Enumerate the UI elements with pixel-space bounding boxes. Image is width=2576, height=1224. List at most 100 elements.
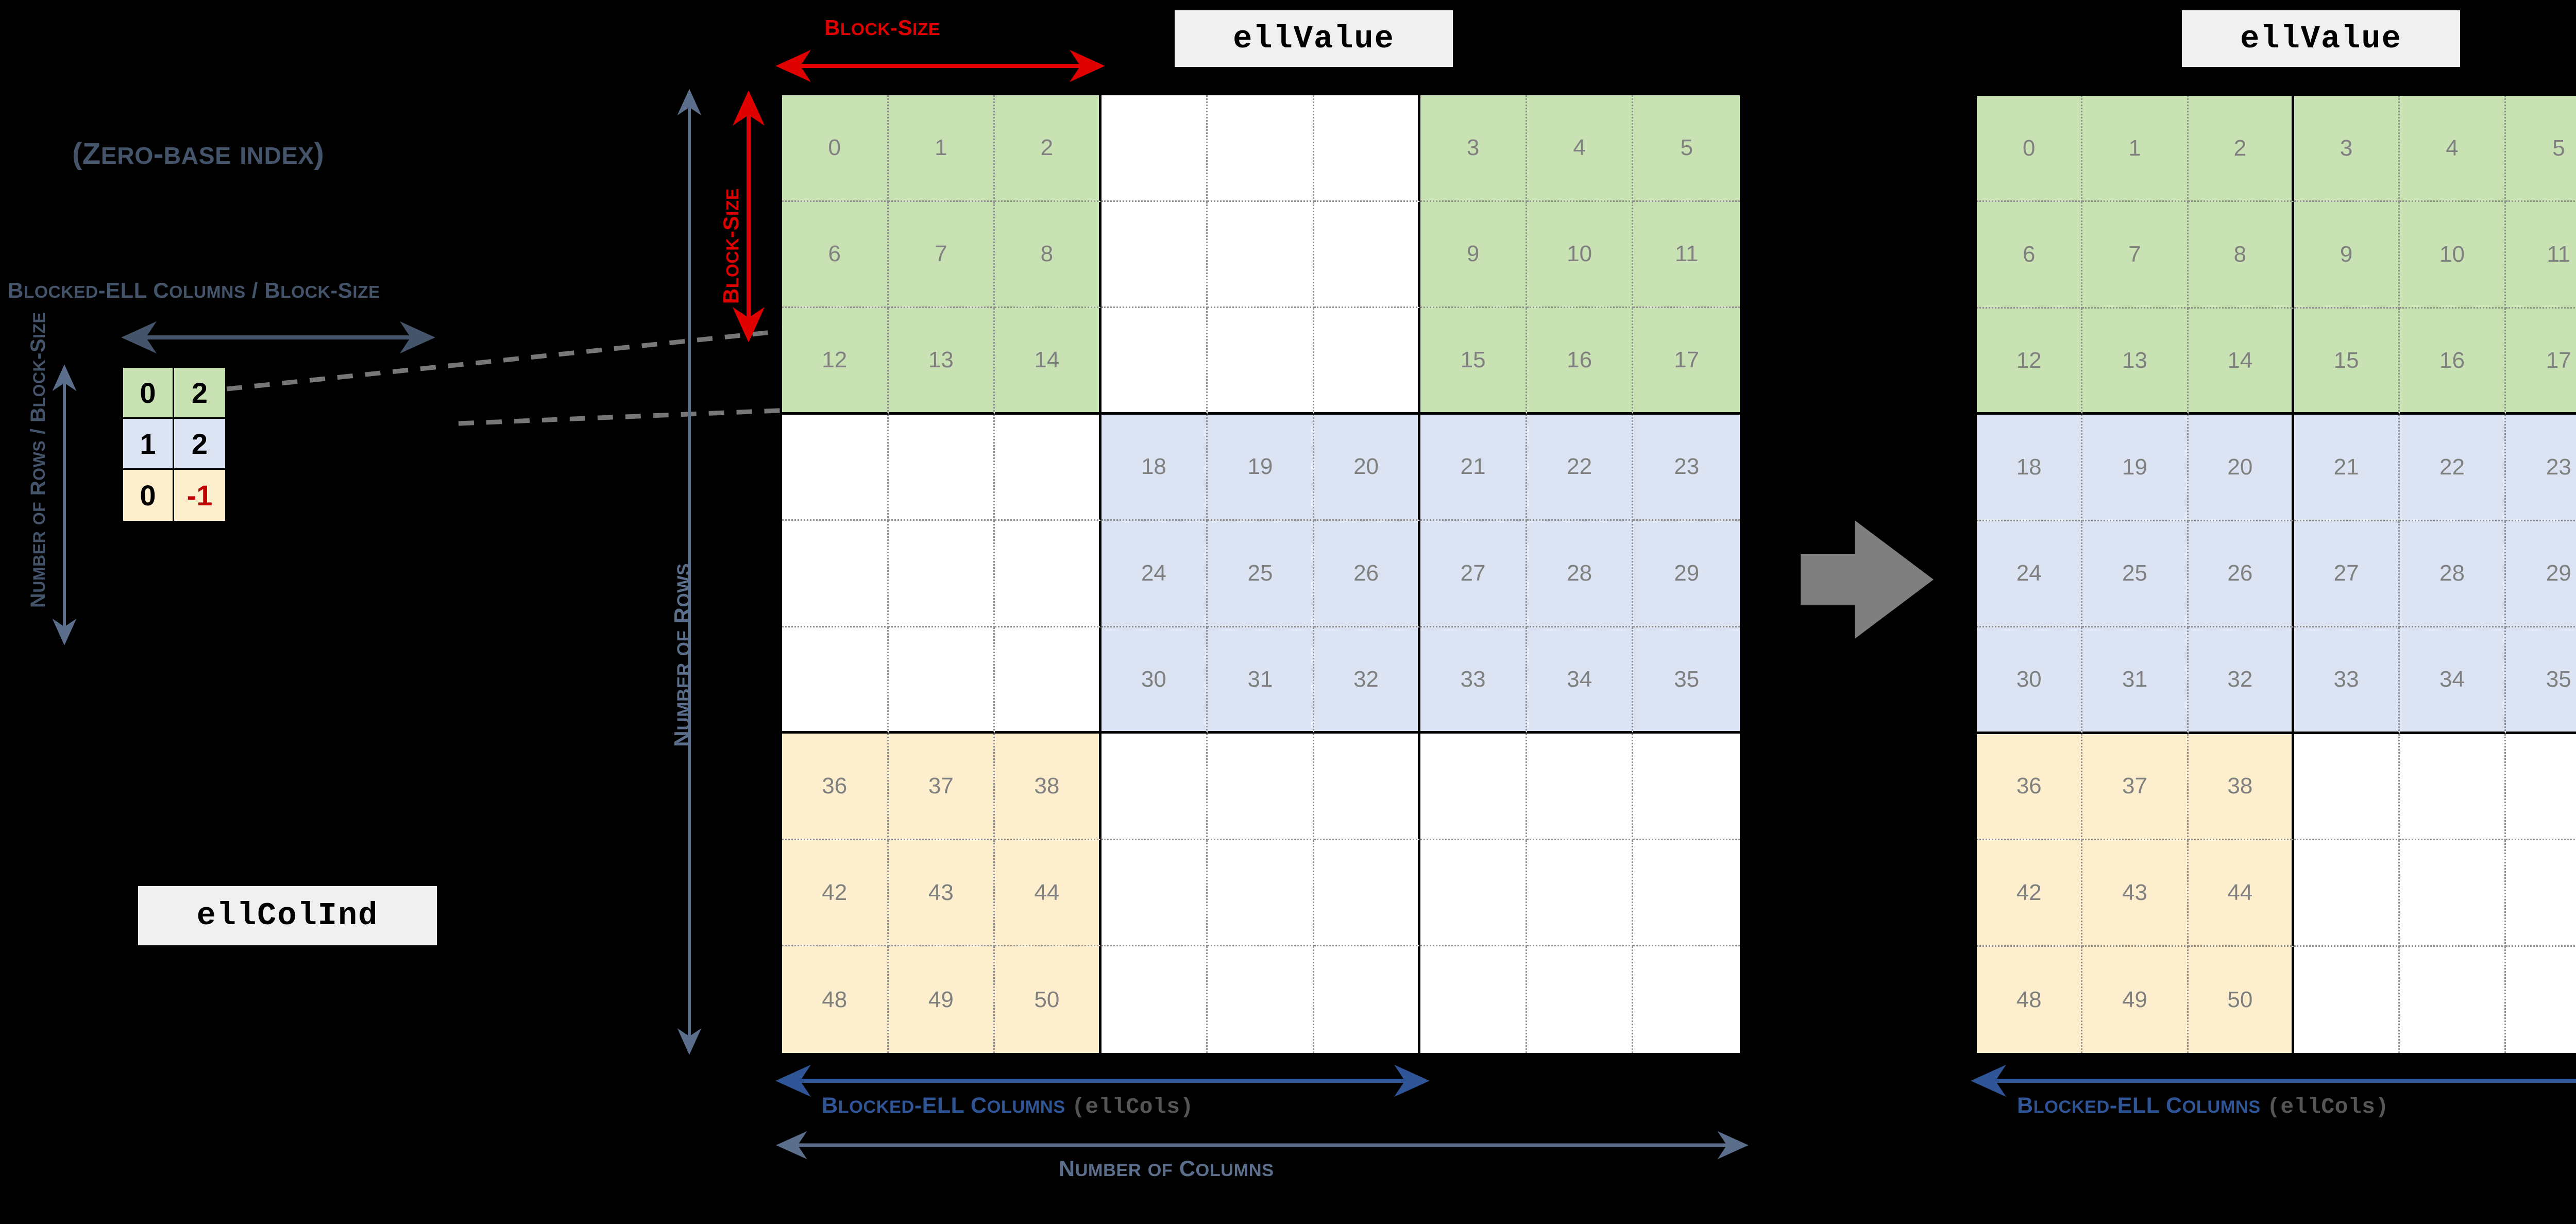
matrix-cell[interactable]: 11 <box>1633 201 1740 309</box>
matrix-cell[interactable]: 44 <box>2188 840 2294 947</box>
matrix-cell[interactable]: 1 <box>888 95 995 202</box>
matrix-cell[interactable]: 9 <box>2294 202 2400 309</box>
matrix-cell[interactable]: 23 <box>1633 414 1740 521</box>
matrix-cell[interactable]: 12 <box>1977 308 2083 415</box>
matrix-cell[interactable]: 50 <box>995 946 1101 1053</box>
matrix-cell[interactable]: 28 <box>2400 521 2506 628</box>
matrix-cell[interactable] <box>888 414 995 521</box>
matrix-cell[interactable]: 21 <box>1420 414 1527 521</box>
matrix-cell[interactable] <box>2400 840 2506 947</box>
matrix-cell[interactable]: 43 <box>888 840 995 947</box>
matrix-cell[interactable] <box>888 627 995 734</box>
matrix-cell[interactable]: 4 <box>1527 95 1634 202</box>
matrix-cell[interactable] <box>782 414 889 521</box>
matrix-cell[interactable] <box>782 521 889 627</box>
matrix-cell[interactable] <box>782 627 889 734</box>
matrix-cell[interactable] <box>1314 201 1421 309</box>
matrix-cell[interactable] <box>2400 946 2506 1053</box>
matrix-cell[interactable]: 19 <box>2082 415 2189 521</box>
matrix-cell[interactable]: 19 <box>1208 414 1314 521</box>
matrix-cell[interactable]: 32 <box>2188 627 2294 734</box>
matrix-cell[interactable]: 14 <box>995 308 1101 415</box>
matrix-cell[interactable]: 0 <box>1977 96 2083 202</box>
matrix-cell[interactable] <box>2294 840 2400 947</box>
ellcolind-cell[interactable]: 0 <box>123 368 174 419</box>
matrix-cell[interactable] <box>2400 734 2506 841</box>
matrix-cell[interactable]: 0 <box>782 95 889 202</box>
matrix-cell[interactable] <box>1633 734 1740 840</box>
matrix-cell[interactable] <box>995 414 1101 521</box>
matrix-cell[interactable]: 29 <box>1633 521 1740 627</box>
matrix-cell[interactable] <box>1101 734 1208 840</box>
matrix-cell[interactable] <box>2505 734 2576 841</box>
matrix-cell[interactable] <box>2294 734 2400 841</box>
matrix-cell[interactable]: 1 <box>2082 96 2189 202</box>
matrix-cell[interactable]: 49 <box>888 946 995 1053</box>
matrix-cell[interactable] <box>1420 840 1527 947</box>
matrix-cell[interactable]: 3 <box>1420 95 1527 202</box>
matrix-cell[interactable]: 42 <box>782 840 889 947</box>
matrix-cell[interactable]: 36 <box>1977 734 2083 841</box>
matrix-cell[interactable]: 34 <box>1527 627 1634 734</box>
matrix-cell[interactable]: 38 <box>995 734 1101 840</box>
matrix-cell[interactable]: 48 <box>782 946 889 1053</box>
matrix-cell[interactable]: 8 <box>2188 202 2294 309</box>
matrix-cell[interactable]: 37 <box>888 734 995 840</box>
matrix-cell[interactable]: 26 <box>2188 521 2294 628</box>
matrix-cell[interactable]: 9 <box>1420 201 1527 309</box>
matrix-cell[interactable]: 49 <box>2082 946 2189 1053</box>
matrix-cell[interactable]: 33 <box>2294 627 2400 734</box>
matrix-cell[interactable]: 18 <box>1101 414 1208 521</box>
matrix-cell[interactable]: 27 <box>1420 521 1527 627</box>
matrix-cell[interactable]: 4 <box>2400 96 2506 202</box>
matrix-cell[interactable]: 5 <box>2505 96 2576 202</box>
ellcolind-cell-negative[interactable]: -1 <box>174 470 225 521</box>
matrix-cell[interactable]: 28 <box>1527 521 1634 627</box>
matrix-cell[interactable]: 5 <box>1633 95 1740 202</box>
matrix-cell[interactable]: 8 <box>995 201 1101 309</box>
matrix-cell[interactable]: 38 <box>2188 734 2294 841</box>
ellcolind-cell[interactable]: 2 <box>174 419 225 470</box>
matrix-cell[interactable] <box>1101 95 1208 202</box>
matrix-cell[interactable]: 27 <box>2294 521 2400 628</box>
matrix-cell[interactable]: 33 <box>1420 627 1527 734</box>
matrix-cell[interactable]: 37 <box>2082 734 2189 841</box>
matrix-cell[interactable]: 35 <box>1633 627 1740 734</box>
matrix-cell[interactable]: 22 <box>1527 414 1634 521</box>
matrix-cell[interactable]: 15 <box>2294 308 2400 415</box>
matrix-cell[interactable] <box>1101 840 1208 947</box>
matrix-cell[interactable]: 21 <box>2294 415 2400 521</box>
matrix-cell[interactable] <box>2294 946 2400 1053</box>
matrix-cell[interactable]: 2 <box>995 95 1101 202</box>
matrix-cell[interactable]: 6 <box>782 201 889 309</box>
matrix-cell[interactable]: 11 <box>2505 202 2576 309</box>
matrix-cell[interactable]: 31 <box>2082 627 2189 734</box>
matrix-cell[interactable]: 26 <box>1314 521 1421 627</box>
matrix-cell[interactable] <box>1527 840 1634 947</box>
matrix-cell[interactable]: 24 <box>1977 521 2083 628</box>
matrix-cell[interactable]: 25 <box>2082 521 2189 628</box>
matrix-cell[interactable]: 22 <box>2400 415 2506 521</box>
matrix-cell[interactable]: 15 <box>1420 308 1527 415</box>
matrix-cell[interactable]: 34 <box>2400 627 2506 734</box>
matrix-cell[interactable] <box>888 521 995 627</box>
matrix-cell[interactable]: 10 <box>1527 201 1634 309</box>
matrix-cell[interactable] <box>1527 946 1634 1053</box>
matrix-cell[interactable]: 10 <box>2400 202 2506 309</box>
matrix-cell[interactable] <box>1314 734 1421 840</box>
matrix-cell[interactable] <box>1314 946 1421 1053</box>
matrix-cell[interactable] <box>1208 946 1314 1053</box>
matrix-cell[interactable]: 25 <box>1208 521 1314 627</box>
matrix-cell[interactable] <box>1208 308 1314 415</box>
matrix-cell[interactable]: 50 <box>2188 946 2294 1053</box>
matrix-cell[interactable]: 14 <box>2188 308 2294 415</box>
ellcolind-cell[interactable]: 0 <box>123 470 174 521</box>
matrix-cell[interactable]: 20 <box>1314 414 1421 521</box>
matrix-cell[interactable] <box>1208 95 1314 202</box>
matrix-cell[interactable]: 42 <box>1977 840 2083 947</box>
matrix-cell[interactable]: 48 <box>1977 946 2083 1053</box>
matrix-cell[interactable] <box>1633 946 1740 1053</box>
matrix-cell[interactable] <box>1208 734 1314 840</box>
matrix-cell[interactable]: 29 <box>2505 521 2576 628</box>
matrix-cell[interactable]: 30 <box>1977 627 2083 734</box>
